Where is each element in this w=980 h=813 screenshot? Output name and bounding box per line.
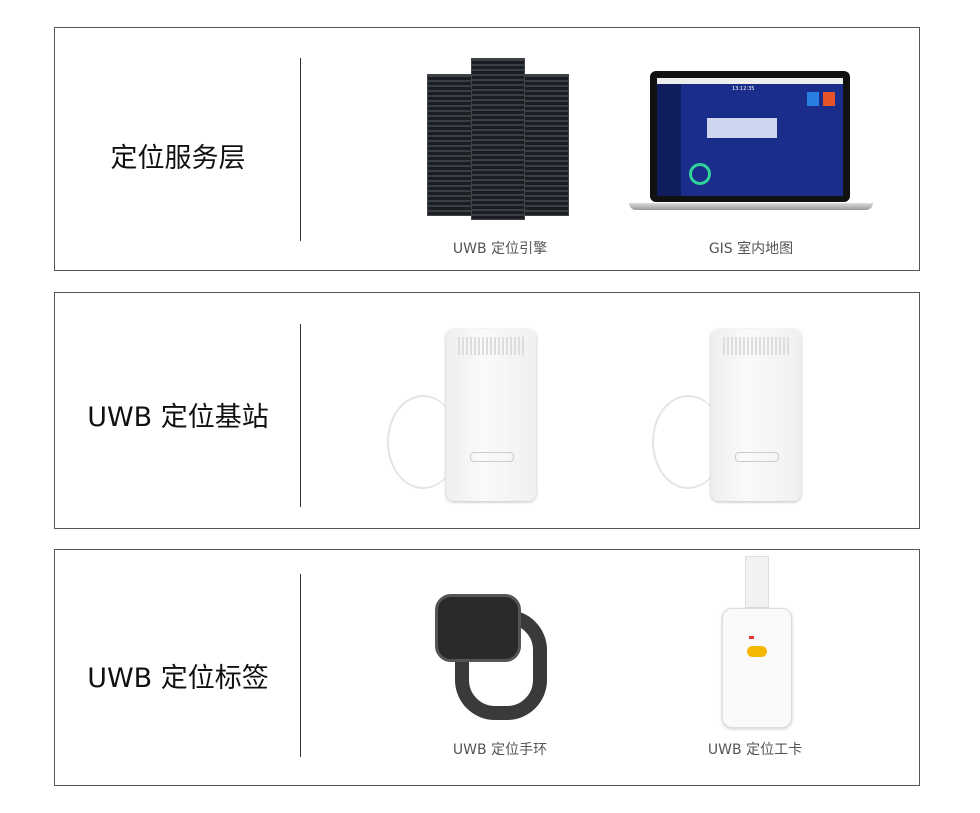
item-caption: UWB 定位工卡 [707,742,803,758]
item-caption: UWB 定位手环 [452,742,548,758]
tag-panel: UWB 定位标签 UWB 定位手环 UWB 定位工卡 [54,549,920,786]
base-station-panel: UWB 定位基站 [54,292,920,529]
divider [300,574,301,757]
row-label: UWB 定位基站 [87,402,269,433]
divider [300,324,301,507]
item-caption: UWB 定位引擎 [452,241,548,257]
screen-time: 13:12:35 [732,86,755,92]
row-label: UWB 定位标签 [87,663,269,694]
divider [300,58,301,241]
item-caption: GIS 室内地图 [708,241,794,257]
service-layer-panel: 定位服务层 13:12:35 UWB 定位引擎 GIS 室内地图 [54,27,920,271]
row-label: 定位服务层 [110,143,246,174]
